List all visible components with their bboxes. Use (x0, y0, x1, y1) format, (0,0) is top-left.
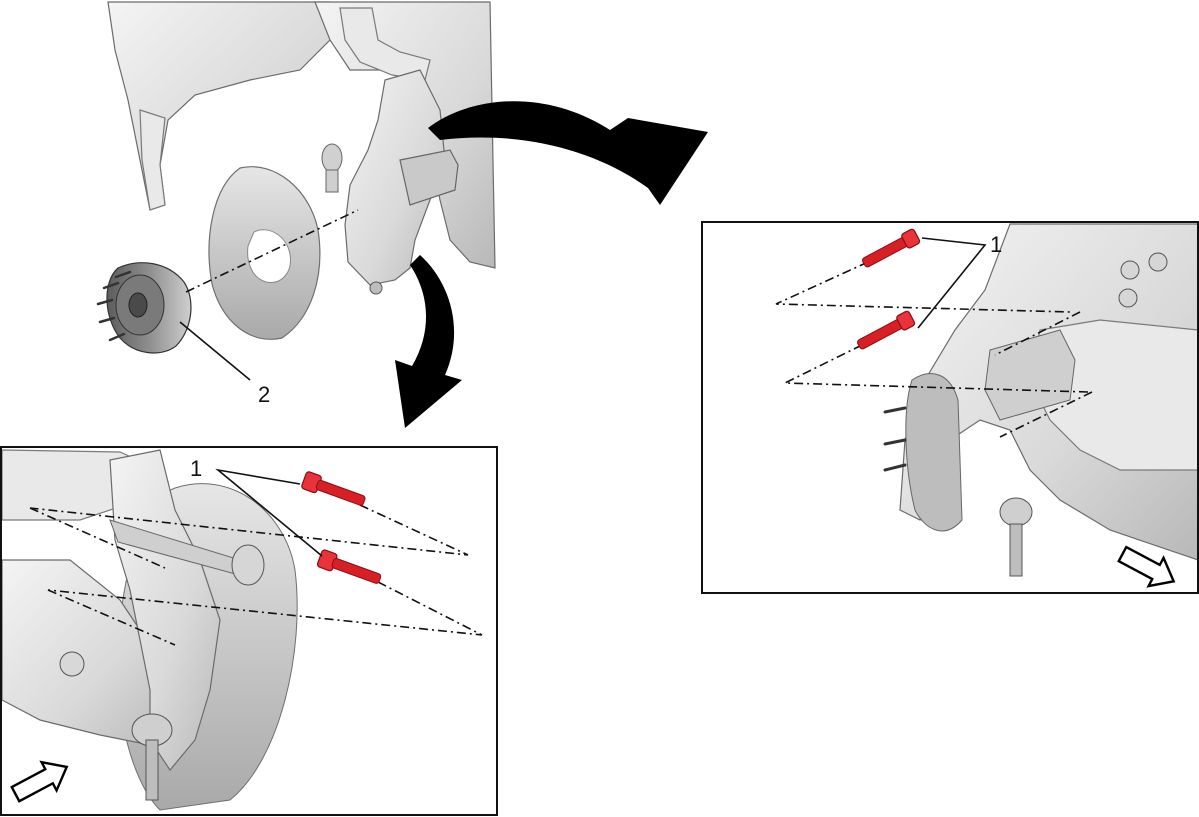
right-bolt-upper (862, 228, 921, 268)
left-bushing (59, 651, 85, 677)
hub-center (128, 292, 148, 318)
lower-ball-joint (369, 281, 383, 295)
right-cv-boot (984, 329, 1076, 421)
upper-arm (339, 7, 431, 81)
right-nut-2 (1148, 252, 1168, 272)
hub-centerline (185, 209, 359, 293)
left-ball-stud (145, 739, 159, 801)
top-assembly: 2 (96, 1, 496, 407)
right-callout-1: 1 (990, 232, 1002, 257)
left-bolt-axis-upper (29, 504, 469, 556)
curved-arrow-down (395, 255, 462, 428)
right-detail-view: 1 (701, 221, 1199, 594)
left-callout-1: 1 (190, 456, 202, 481)
left-tie-rod-end (231, 544, 265, 586)
right-bolt-axis-lower (784, 344, 1089, 393)
left-bolt-upper (301, 471, 366, 506)
wheel-well-liner (107, 1, 331, 211)
right-nut-1 (1120, 260, 1140, 280)
right-bolt-lower (857, 310, 916, 350)
cv-axle-boot (399, 149, 459, 206)
tie-rod (325, 169, 339, 193)
left-detail-view: 1 (0, 446, 498, 816)
right-callout-leader (917, 237, 987, 329)
right-bolt-axis-upper (775, 261, 1071, 313)
callout-2: 2 (258, 382, 270, 407)
left-bolt-axis-lower (47, 581, 483, 636)
right-nut-3 (1118, 288, 1138, 308)
left-bolt-axis-upper-2 (29, 507, 166, 569)
right-bolt-axis-upper-2 (994, 311, 1081, 356)
left-bolt-axis-lower-2 (47, 589, 176, 646)
hub-leader-line (179, 321, 251, 381)
wheel-studs (96, 270, 132, 342)
dust-shield-hole (247, 229, 291, 283)
left-callout-leader (215, 468, 323, 557)
front-direction-arrow-icon (1117, 545, 1176, 588)
front-direction-arrow-icon-left (10, 760, 69, 803)
right-dust-shield (905, 373, 963, 532)
liner-edge (139, 109, 166, 211)
right-studs (883, 406, 907, 472)
hub-bearing-assembly (96, 262, 192, 354)
curved-arrow-right (428, 101, 708, 205)
right-ball-joint (999, 497, 1033, 527)
tie-rod-end (321, 143, 343, 173)
left-bolt-lower (316, 549, 382, 584)
right-ball-stud (1009, 523, 1023, 577)
right-bolt-axis-lower-2 (999, 391, 1093, 438)
